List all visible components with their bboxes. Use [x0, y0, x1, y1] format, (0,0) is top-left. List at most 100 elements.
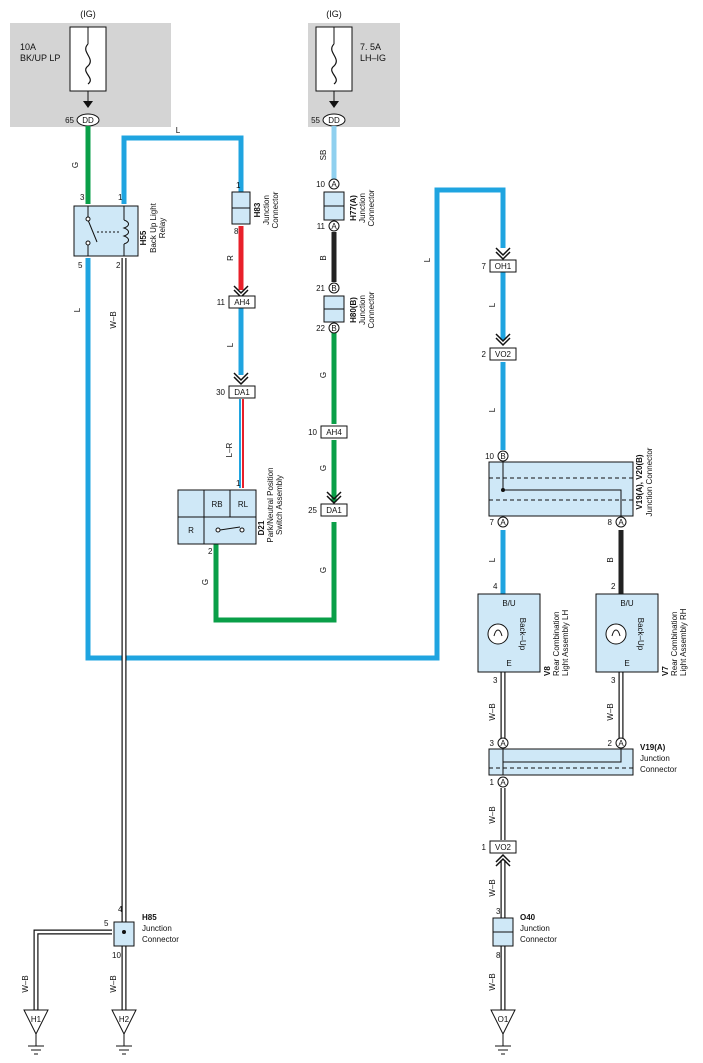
- v19v20-label: V19(A), V20(B): [635, 454, 644, 509]
- d21-pin-2: 2: [208, 547, 213, 556]
- connector-vo2-upper: [489, 347, 517, 361]
- v7-name1: Rear Combination: [670, 612, 679, 676]
- h80-name1: Junction: [358, 295, 367, 325]
- v8-label: V8: [543, 666, 552, 676]
- conn-dd-left-label: DD: [82, 116, 94, 125]
- h55-pin-5: 5: [78, 261, 83, 270]
- v7-bottom-label: E: [624, 659, 629, 668]
- wire-label-g-5: G: [319, 465, 328, 471]
- h77-name2: Connector: [367, 189, 376, 226]
- wire-label-g-1: G: [71, 162, 80, 168]
- da1-right-label: DA1: [326, 506, 342, 515]
- h77-pin-11: 11: [317, 222, 326, 231]
- connector-ah4-right: [320, 425, 348, 439]
- wire-label-l-left: L: [73, 307, 82, 312]
- d21-switch: [177, 489, 257, 545]
- h55-pin-1: 1: [118, 193, 123, 202]
- fuse-left-pin: 65: [65, 116, 74, 125]
- v19a-name1: Junction: [640, 754, 670, 763]
- fuse-left-name: BK/UP LP: [20, 53, 60, 63]
- v8-bottom-label: E: [506, 659, 511, 668]
- fuse-right-rating: 7. 5A: [360, 42, 381, 52]
- v7-label: V7: [661, 666, 670, 676]
- fuse-7-5a-icon: [315, 26, 353, 92]
- v8-pin-3: 3: [493, 676, 498, 685]
- h85-name1: Junction: [142, 924, 172, 933]
- o40-name1: Junction: [520, 924, 550, 933]
- v19a-name2: Connector: [640, 765, 677, 774]
- h80-letter-bottom: B: [331, 324, 336, 333]
- d21-name2: Switch Assembly: [275, 475, 284, 535]
- wire-label-b-2: B: [606, 557, 615, 562]
- ah4-right-label: AH4: [326, 428, 342, 437]
- v19a-label: V19(A): [640, 743, 666, 752]
- wire-wb-h85-h1: [33, 929, 112, 1010]
- h80-pin-21: 21: [316, 284, 325, 293]
- v19a-junction: [488, 748, 634, 776]
- wire-label-wb-8: W–B: [109, 975, 118, 992]
- h55-name2: Relay: [158, 218, 167, 238]
- wire-label-l-mid: L: [423, 257, 432, 262]
- ah4-pin-11: 11: [217, 298, 226, 307]
- wire-label-sb: SB: [319, 150, 328, 161]
- wire-green-d21-da1: [213, 522, 337, 623]
- da1-left-label: DA1: [234, 388, 250, 397]
- fuse-left-rating: 10A: [20, 42, 36, 52]
- v7-pin-3: 3: [611, 676, 616, 685]
- wire-label-wb-5: W–B: [488, 879, 497, 896]
- d21-cell-rl: RL: [238, 500, 249, 509]
- h85-pin-10: 10: [112, 951, 121, 960]
- ah4-pin-10: 10: [308, 428, 317, 437]
- ground-h2-label: H2: [119, 1015, 130, 1024]
- h55-name1: Back Up Light: [149, 202, 158, 253]
- wire-label-r: R: [226, 255, 235, 261]
- connector-da1-left: [228, 385, 256, 399]
- h85-name2: Connector: [142, 935, 179, 944]
- wire-blue-relay-to-v19: [85, 187, 506, 661]
- h77-letter-bottom: A: [331, 222, 337, 231]
- h77-pin-10: 10: [316, 180, 325, 189]
- wire-label-wb-3: W–B: [606, 703, 615, 720]
- v19v20-pin-8: 8: [608, 518, 613, 527]
- h77-label: H77(A): [349, 195, 358, 221]
- connector-da1-right: [320, 503, 348, 517]
- vo2-upper-label: VO2: [495, 350, 512, 359]
- wire-label-g-3: G: [319, 567, 328, 573]
- d21-name1: Park/Neutral Position: [266, 467, 275, 542]
- v19a-letter-1: A: [500, 778, 506, 787]
- v19v20-letter-a-7: A: [500, 518, 506, 527]
- wire-blue-relay-h83: [121, 135, 244, 204]
- h85-pin-5: 5: [104, 919, 109, 928]
- v8-name1: Rear Combination: [552, 612, 561, 676]
- h80-letter-top: B: [331, 284, 336, 293]
- v8-name2: Light Assembly LH: [561, 610, 570, 676]
- h80-label: H80(B): [349, 297, 358, 323]
- wire-label-l-4: L: [488, 407, 497, 412]
- o40-label: O40: [520, 913, 536, 922]
- v19a-pin-1: 1: [490, 778, 495, 787]
- h77-letter-top: A: [331, 180, 337, 189]
- v19a-letter-2: A: [618, 739, 624, 748]
- h55-pin-2: 2: [116, 261, 121, 270]
- fuse-right-pin: 55: [311, 116, 320, 125]
- h80-pin-22: 22: [316, 324, 325, 333]
- wire-label-l-5: L: [488, 557, 497, 562]
- h83-name2: Connector: [271, 191, 280, 228]
- da1-pin-25: 25: [308, 506, 317, 515]
- wire-label-g-2: G: [201, 579, 210, 585]
- wire-label-lr: L–R: [225, 442, 234, 457]
- ground-o1-label: O1: [498, 1015, 509, 1024]
- d21-cell-r: R: [188, 526, 194, 535]
- h85-label: H85: [142, 913, 157, 922]
- wire-label-wb-7: W–B: [21, 975, 30, 992]
- v19v20-name: Junction Connector: [645, 447, 654, 516]
- v19v20-letter-a-8: A: [618, 518, 624, 527]
- fuse-10a-icon: [69, 26, 107, 92]
- da1-pin-30: 30: [216, 388, 225, 397]
- v8-rear-light-lh: [477, 593, 541, 673]
- connector-oh1: [489, 259, 517, 273]
- v19a-pin-3: 3: [490, 739, 495, 748]
- ig-label-right: (IG): [326, 9, 342, 19]
- h77-name1: Junction: [358, 193, 367, 223]
- v7-bulb-label: Back–Up: [636, 618, 645, 651]
